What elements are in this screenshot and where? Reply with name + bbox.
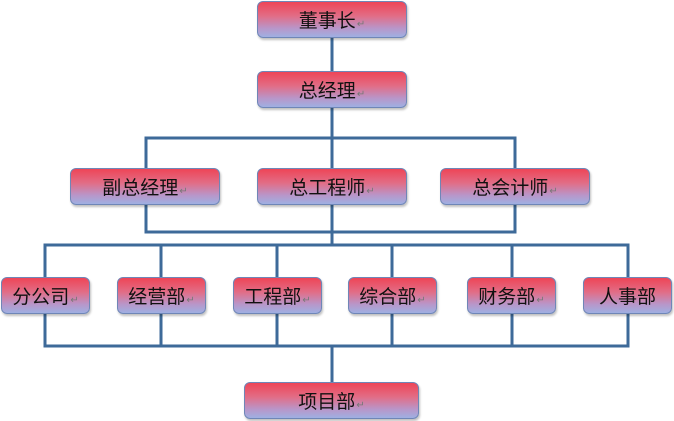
node-operations: 经营部↵ xyxy=(117,277,206,314)
node-hr-label: 人事部 xyxy=(598,286,656,308)
node-chief-accountant: 总会计师↵ xyxy=(440,168,590,205)
node-general-manager-label: 总经理 xyxy=(298,80,356,102)
node-engineering-label: 工程部 xyxy=(244,286,302,308)
paragraph-mark-icon: ↵ xyxy=(366,186,375,197)
node-operations-label: 经营部 xyxy=(128,286,186,308)
node-branch-label: 分公司 xyxy=(12,286,70,308)
node-branch: 分公司↵ xyxy=(1,277,90,314)
node-chief-engineer: 总工程师↵ xyxy=(257,168,407,205)
paragraph-mark-icon: ↵ xyxy=(70,295,79,306)
paragraph-mark-icon: ↵ xyxy=(356,19,366,30)
paragraph-mark-icon: ↵ xyxy=(186,295,195,306)
paragraph-mark-icon: ↵ xyxy=(302,295,311,306)
node-finance: 财务部↵ xyxy=(467,277,556,314)
node-deputy-gm: 副总经理↵ xyxy=(70,168,220,205)
paragraph-mark-icon: ↵ xyxy=(417,295,426,306)
node-chief-engineer-label: 总工程师 xyxy=(289,177,366,199)
node-chairman-label: 董事长 xyxy=(298,10,356,32)
node-deputy-gm-label: 副总经理 xyxy=(102,177,179,199)
paragraph-mark-icon: ↵ xyxy=(356,89,366,100)
node-chairman: 董事长↵ xyxy=(257,1,407,38)
node-finance-label: 财务部 xyxy=(478,286,536,308)
paragraph-mark-icon: ↵ xyxy=(536,295,545,306)
node-general-affairs: 综合部↵ xyxy=(348,277,437,314)
node-chief-accountant-label: 总会计师 xyxy=(472,177,549,199)
node-project-label: 项目部 xyxy=(298,391,356,413)
node-project: 项目部↵ xyxy=(244,382,419,419)
node-general-affairs-label: 综合部 xyxy=(359,286,417,308)
paragraph-mark-icon: ↵ xyxy=(356,400,365,411)
node-general-manager: 总经理↵ xyxy=(257,71,407,108)
node-hr: 人事部 xyxy=(583,277,672,314)
paragraph-mark-icon: ↵ xyxy=(179,186,188,197)
paragraph-mark-icon: ↵ xyxy=(549,186,558,197)
node-engineering: 工程部↵ xyxy=(233,277,322,314)
